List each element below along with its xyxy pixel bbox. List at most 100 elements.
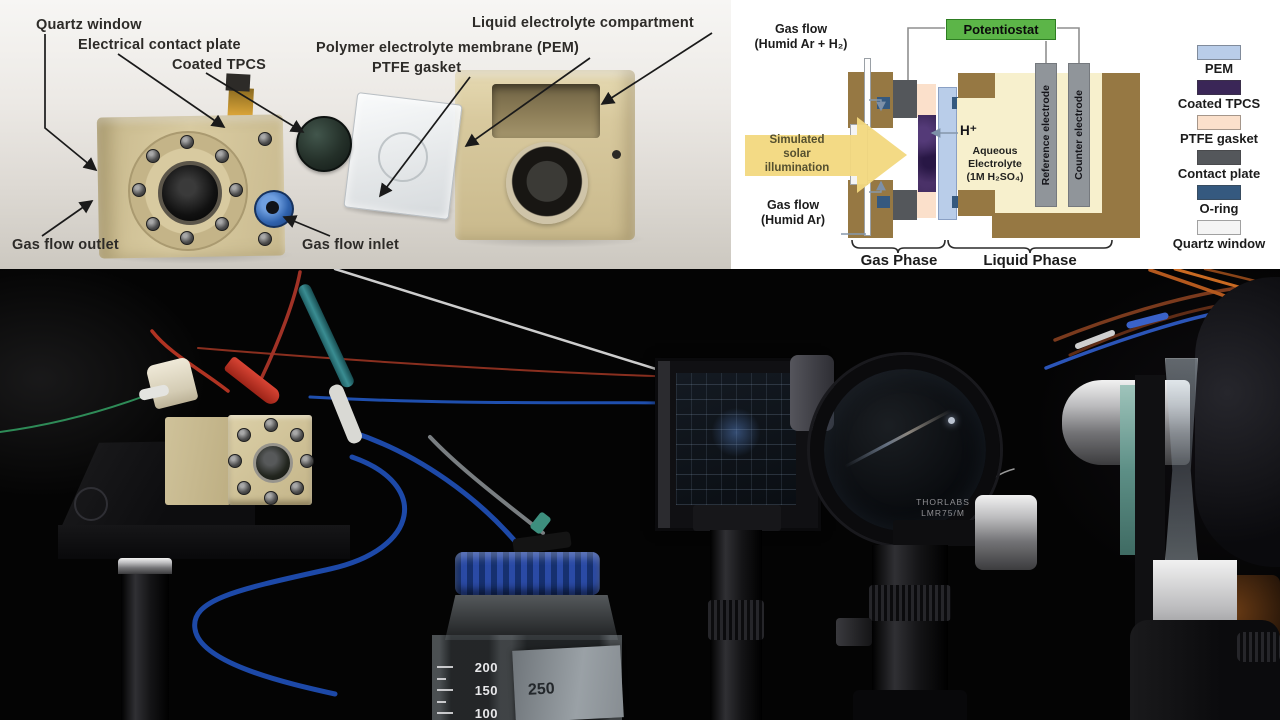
legend-label-pem: PEM — [1204, 61, 1234, 76]
tick-mark — [437, 666, 453, 668]
o-ring — [877, 196, 890, 208]
photo-cell-components: Quartz window Electrical contact plate C… — [0, 0, 731, 269]
bolt — [180, 135, 194, 149]
ptfe-gasket-top — [917, 84, 936, 117]
optical-post — [121, 574, 169, 720]
bolt — [264, 418, 278, 432]
bottle-shoulder — [445, 595, 618, 640]
bolt — [132, 183, 146, 197]
legend-swatch-quartz-window — [1197, 220, 1241, 235]
ptfe-gasket-bottom — [917, 190, 936, 218]
stand-logo — [74, 487, 108, 521]
liquid-wall-step-bottom — [958, 190, 995, 216]
graduation-200: 200 — [474, 660, 498, 675]
tick-mark — [437, 712, 453, 714]
label-ptfe-gasket: PTFE gasket — [372, 60, 462, 76]
photo-experimental-setup: 200 150 100 250 THORLABS LMR75/M — [0, 269, 1280, 720]
label-electrical-contact-plate: Electrical contact plate — [78, 37, 241, 53]
bolt — [258, 232, 272, 246]
legend-label-coated-tpcs: Coated TPCS — [1177, 96, 1261, 111]
bolt — [215, 149, 229, 163]
lens-mount-tab — [893, 520, 989, 546]
bolt — [215, 217, 229, 231]
legend-label-contact-plate: Contact plate — [1177, 166, 1261, 181]
diffuser-glass — [676, 373, 796, 505]
counter-electrode: Counter electrode — [1068, 63, 1090, 207]
bolt — [146, 217, 160, 231]
compartment-opening — [492, 84, 600, 138]
post-adjuster — [708, 600, 764, 640]
small-cylinder — [975, 495, 1037, 570]
legend-swatch-pem — [1197, 45, 1241, 60]
legend-label-quartz-window: Quartz window — [1172, 236, 1266, 251]
stand-base — [58, 525, 350, 559]
legend-swatch-contact-plate — [1197, 150, 1241, 165]
graduation-150: 150 — [474, 683, 498, 698]
legend-item-coated-tpcs: Coated TPCS — [1158, 80, 1280, 115]
label-gas-flow-inlet: Gas flow inlet — [302, 237, 400, 253]
label-coated-tpcs: Coated TPCS — [172, 57, 267, 73]
leader-lines — [41, 32, 713, 237]
diffuser-mount — [693, 505, 781, 531]
gas-flow-bottom-label: Gas flow (Humid Ar) — [760, 198, 826, 227]
pem-bar — [938, 87, 957, 220]
bolt — [290, 481, 304, 495]
legend-label-o-ring: O-ring — [1199, 201, 1239, 216]
legend-item-o-ring: O-ring — [1158, 185, 1280, 220]
legend-swatch-coated-tpcs — [1197, 80, 1241, 95]
liquid-wall-step-top — [958, 73, 995, 98]
bolt — [228, 454, 242, 468]
lamp-housing — [1195, 277, 1280, 567]
post-base — [853, 690, 967, 720]
bottle-cap — [455, 552, 600, 595]
graduation-100: 100 — [474, 706, 498, 720]
legend-item-ptfe-gasket: PTFE gasket — [1158, 115, 1280, 150]
schematic-panel: Simulated solar illumination Reference e… — [731, 0, 1280, 269]
legend-swatch-ptfe-gasket — [1197, 115, 1241, 130]
cell-aperture — [158, 161, 222, 225]
post-cap — [118, 558, 172, 574]
tick-mark — [437, 689, 453, 691]
lens-glint — [948, 417, 955, 424]
bolt — [258, 132, 272, 146]
h-plus-label: H⁺ — [960, 123, 977, 138]
bolt — [180, 231, 194, 245]
legend-swatch-o-ring — [1197, 185, 1241, 200]
liquid-wall-bottom — [992, 213, 1140, 238]
aqueous-electrolyte-label: Aqueous Electrolyte (1M H₂SO₄) — [966, 145, 1024, 183]
post-adjuster — [869, 585, 951, 621]
tick-mark — [437, 701, 446, 703]
cell-back-block — [165, 417, 231, 505]
potentiostat-box: Potentiostat — [946, 19, 1056, 40]
contact-plate-top — [893, 80, 917, 118]
coated-tpcs-disc — [296, 116, 352, 172]
label-pem: Polymer electrolyte membrane (PEM) — [316, 40, 580, 56]
filter-strip — [1120, 385, 1135, 555]
adjuster-knob — [836, 618, 872, 646]
bolt — [229, 183, 243, 197]
bolt — [290, 428, 304, 442]
reference-electrode: Reference electrode — [1035, 63, 1057, 207]
solar-arrow-head — [857, 117, 907, 193]
bottle-label-volume: 250 — [527, 680, 556, 699]
tick-mark — [437, 678, 446, 680]
bolt — [237, 481, 251, 495]
bolt — [237, 428, 251, 442]
bolt — [300, 454, 314, 468]
holder-knob — [1237, 632, 1280, 662]
label-liquid-electrolyte-compartment: Liquid electrolyte compartment — [472, 15, 694, 31]
solar-illumination-label: Simulated solar illumination — [764, 134, 830, 174]
solar-arrow-shaft — [745, 135, 857, 176]
legend-label-ptfe-gasket: PTFE gasket — [1179, 131, 1259, 146]
label-gas-flow-outlet: Gas flow outlet — [12, 237, 119, 253]
gas-flow-top-label: Gas flow (Humid Ar + H₂) — [754, 22, 848, 51]
gas-phase-label: Gas Phase — [860, 252, 938, 269]
legend: PEM Coated TPCS PTFE gasket Contact plat… — [1158, 45, 1280, 255]
liquid-phase-label: Liquid Phase — [983, 252, 1077, 269]
bolt — [146, 149, 160, 163]
cell-window — [253, 443, 293, 483]
contact-plate-bottom — [893, 190, 917, 220]
schematic-lines — [841, 27, 1113, 254]
bolt — [264, 491, 278, 505]
